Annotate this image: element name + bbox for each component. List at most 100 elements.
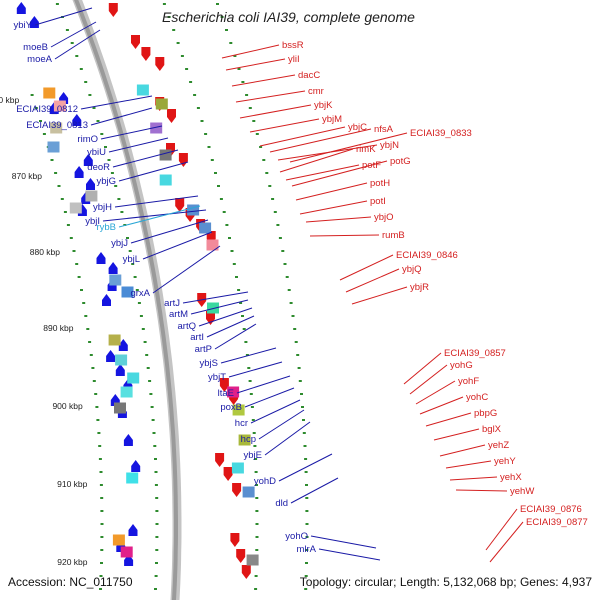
tick-dot <box>245 94 249 96</box>
label-leader-lines <box>34 7 524 563</box>
tick-dot <box>96 419 100 421</box>
tick-dot <box>219 198 223 200</box>
tick-dot <box>114 185 118 187</box>
tick-dot <box>300 393 303 395</box>
label-leader-line <box>249 118 320 133</box>
tick-dot <box>60 198 64 200</box>
tick-dot <box>141 328 145 330</box>
forward-gene-arrow <box>72 114 82 126</box>
gene-label-artj: artJ <box>164 298 180 309</box>
label-leader-line <box>198 307 253 327</box>
tick-dot <box>84 315 88 317</box>
label-leader-line <box>259 126 346 147</box>
label-leader-line <box>419 396 464 415</box>
tick-dot <box>193 94 197 96</box>
label-leader-line <box>50 21 97 48</box>
forward-gene-arrow <box>128 524 138 536</box>
label-leader-line <box>279 148 354 173</box>
tick-dot <box>255 536 259 538</box>
tick-dot <box>100 549 104 551</box>
tick-dot <box>72 250 76 252</box>
tick-dot <box>252 120 256 122</box>
tick-dot <box>152 432 156 434</box>
tick-dot <box>92 107 96 109</box>
label-leader-line <box>190 299 249 315</box>
tick-dot <box>154 588 157 590</box>
tick-dot <box>281 250 285 252</box>
label-leader-line <box>250 399 301 424</box>
forward-gene-arrow <box>118 339 128 351</box>
forward-gene-arrow <box>83 154 93 166</box>
tick-dot <box>55 3 59 5</box>
gene-label-ylii: yliI <box>288 54 300 65</box>
gene-label-rimk: rimK <box>356 144 376 155</box>
tick-dot <box>233 55 237 57</box>
tick-dot <box>99 588 102 590</box>
tick-dot <box>104 146 107 148</box>
tick-dot <box>110 172 114 174</box>
tick-dot <box>210 159 214 161</box>
gene-label-yehx: yehX <box>500 472 522 483</box>
gene-label-rimo: rimO <box>77 134 98 145</box>
label-leader-line <box>231 74 296 87</box>
forward-gene-arrow <box>108 262 118 274</box>
tick-dot <box>304 471 308 473</box>
tick-dot <box>255 497 259 499</box>
kbp-tick-label: 900 kbp <box>52 401 83 411</box>
tick-dot <box>222 211 226 213</box>
gene-block <box>43 87 56 99</box>
label-leader-line <box>130 219 209 244</box>
tick-dot <box>75 55 79 57</box>
label-leader-line <box>351 286 408 305</box>
tick-dot <box>91 367 95 369</box>
tick-dot <box>254 471 258 473</box>
gene-label-eciai39_0813: ECIAI39_0813 <box>26 120 88 131</box>
tick-dot <box>86 328 90 330</box>
tick-dot <box>94 393 98 395</box>
tick-dot <box>180 55 184 57</box>
gene-block <box>159 149 172 161</box>
label-leader-line <box>118 205 201 228</box>
label-leader-line <box>309 234 380 237</box>
gene-label-ybjk: ybjK <box>314 100 333 111</box>
label-leader-line <box>449 476 498 481</box>
label-leader-line <box>290 477 339 504</box>
label-leader-line <box>34 7 93 26</box>
reverse-gene-arrow <box>232 483 242 497</box>
tick-dot <box>117 198 121 200</box>
gene-block <box>120 386 133 398</box>
reverse-gene-arrow <box>223 467 233 481</box>
tick-dot <box>239 302 243 304</box>
gene-label-ybjs: ybjS <box>200 358 218 369</box>
tick-dot <box>230 250 234 252</box>
gene-label-ybiu: ybiU <box>87 147 106 158</box>
label-leader-line <box>239 104 312 119</box>
accession-text: Accession: NC_011750 <box>8 575 133 589</box>
tick-dot <box>293 328 297 330</box>
tick-dot <box>235 276 238 278</box>
gene-label-potf: potF <box>362 160 381 171</box>
tick-dot <box>154 575 158 577</box>
map-title: Escherichia coli IAI39, complete genome <box>162 9 415 25</box>
forward-gene-arrow <box>106 350 116 362</box>
tick-dot <box>283 263 287 265</box>
gene-label-ybjr: ybjR <box>410 282 429 293</box>
tick-dot <box>196 107 200 109</box>
tick-dot <box>79 68 83 70</box>
label-leader-line <box>305 216 372 223</box>
tick-dot <box>155 549 159 551</box>
tick-dot <box>99 484 103 486</box>
tick-dot <box>100 536 104 538</box>
tick-dot <box>305 497 309 499</box>
kbp-tick-label: 880 kbp <box>30 247 61 257</box>
tick-dot <box>95 406 99 408</box>
tick-dot <box>145 354 149 356</box>
tick-dot <box>77 276 81 278</box>
tick-dot <box>30 94 34 96</box>
forward-gene-arrow <box>115 364 125 376</box>
gene-label-yoho: yohO <box>285 531 308 542</box>
tick-dot <box>255 484 258 486</box>
label-leader-line <box>310 535 377 549</box>
kbp-tick-label: 920 kbp <box>57 557 88 567</box>
